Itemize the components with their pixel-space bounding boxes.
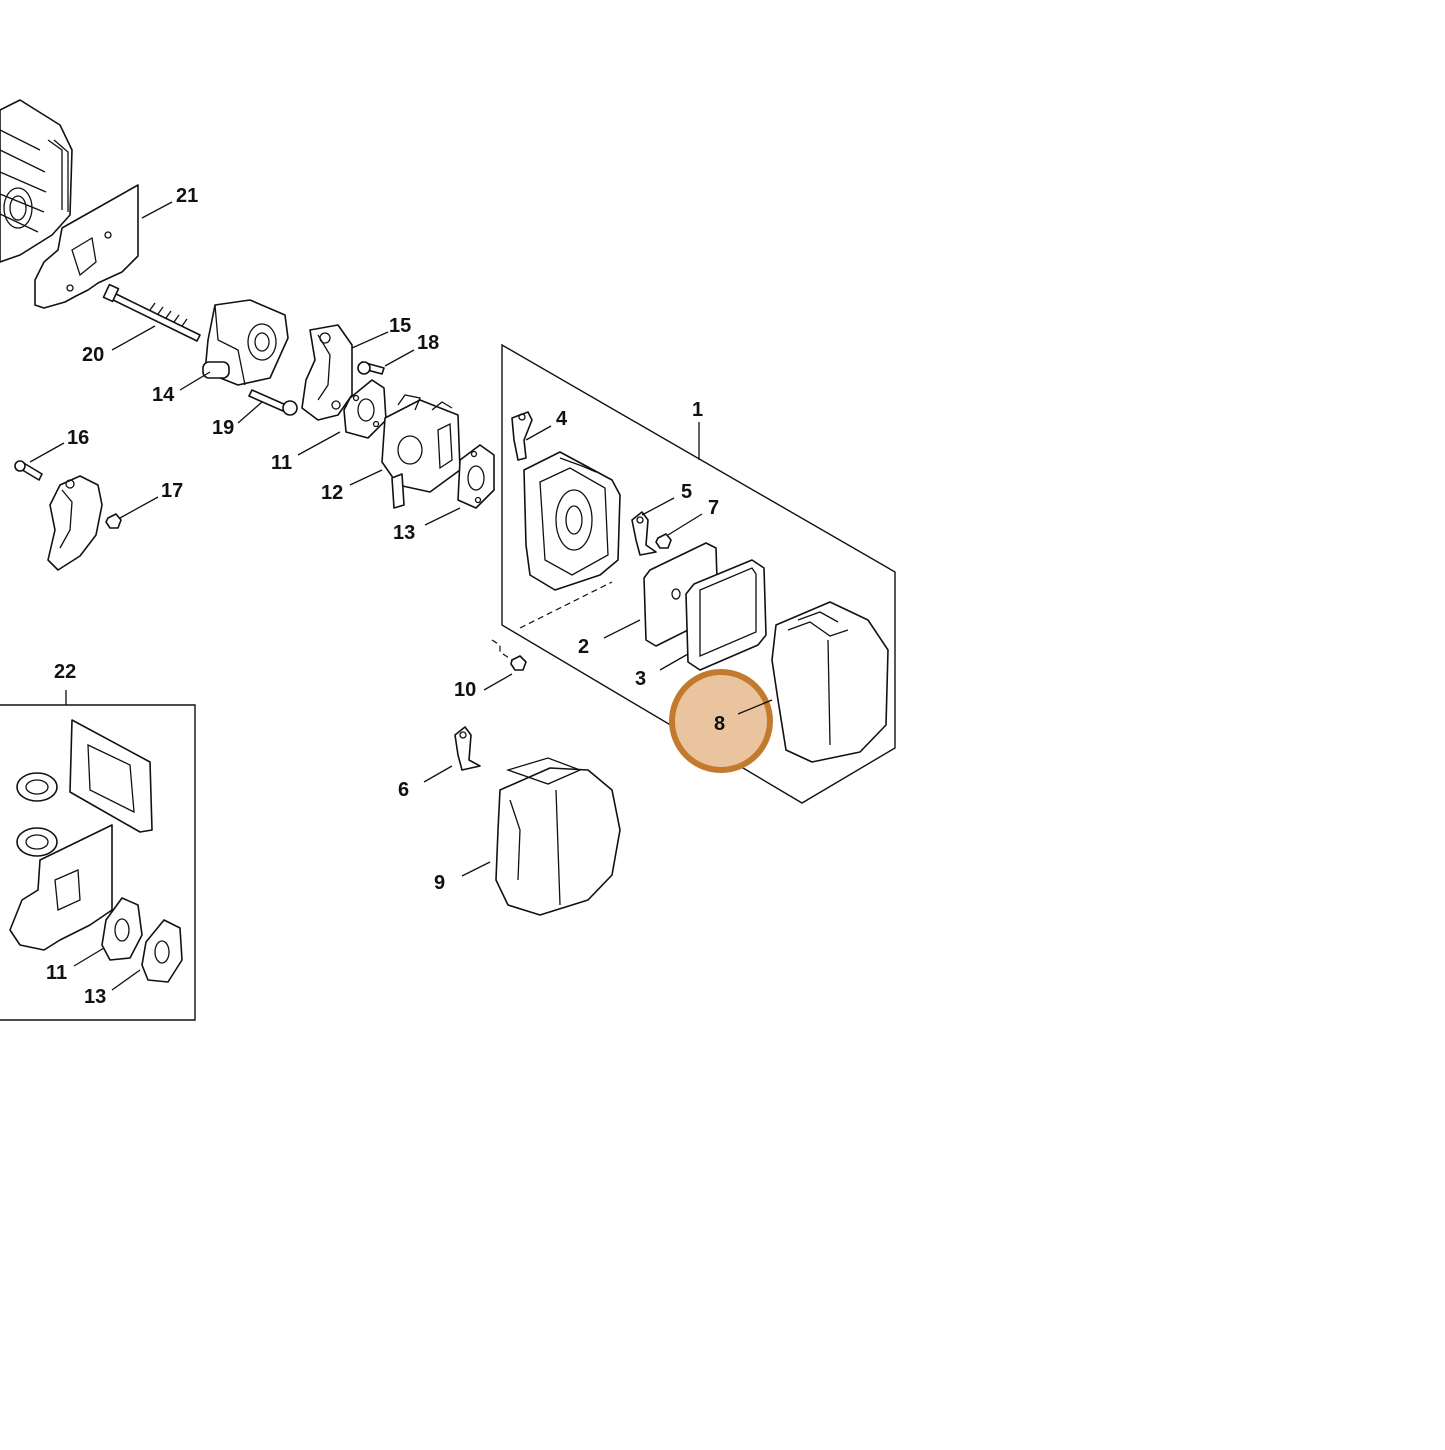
screw-19-part	[248, 389, 298, 416]
cylinder-part	[0, 99, 73, 263]
gasket-11-part	[101, 897, 143, 961]
intake-14-part	[202, 299, 289, 386]
callout-18[interactable]: 18	[417, 332, 439, 354]
gasket-part	[9, 824, 113, 951]
callout-2[interactable]: 2	[578, 636, 589, 658]
gasket-13-part	[141, 919, 183, 983]
seal-ring-part	[16, 772, 58, 857]
highlighted-callout-8[interactable]: 8	[669, 669, 773, 773]
cylinder-gasket-part	[69, 719, 153, 833]
highlight-ring[interactable]	[669, 669, 773, 773]
callout-3[interactable]: 3	[635, 668, 646, 690]
carburetor-12-part	[381, 394, 461, 509]
filter-3-part	[685, 559, 767, 671]
gasket-11-part	[343, 379, 387, 439]
callout-5[interactable]: 5	[681, 481, 692, 503]
callout-1[interactable]: 1	[692, 399, 703, 421]
nut-10-part	[510, 655, 527, 671]
callout-6[interactable]: 6	[398, 779, 409, 801]
callout-labels: 21 20 14 19 15 18 11 12 13 16 17 4 1 5 7…	[46, 185, 719, 1008]
gasket-13-part	[457, 444, 495, 509]
cover-8-part	[771, 601, 889, 763]
clip-4-part	[511, 411, 533, 461]
callout-10[interactable]: 10	[454, 679, 476, 701]
callout-7[interactable]: 7	[708, 497, 719, 519]
callout-13[interactable]: 13	[393, 522, 415, 544]
callout-16[interactable]: 16	[67, 427, 89, 449]
callout-13[interactable]: 13	[84, 986, 106, 1008]
callout-21[interactable]: 21	[176, 185, 198, 207]
filter-base-part	[523, 451, 621, 591]
callout-14[interactable]: 14	[152, 384, 175, 406]
cover-9-part	[495, 757, 621, 916]
gasket-21-part	[34, 184, 139, 309]
screw-18-part	[357, 361, 385, 375]
bracket-17-part	[47, 475, 122, 571]
callout-15[interactable]: 15	[389, 315, 411, 337]
leader-lines	[29, 201, 703, 991]
callout-4[interactable]: 4	[556, 408, 568, 430]
nut-7-part	[655, 533, 672, 549]
callout-8[interactable]: 8	[714, 713, 725, 735]
clip-5-part	[631, 511, 657, 556]
callout-17[interactable]: 17	[161, 480, 183, 502]
screw-16-part	[14, 460, 43, 481]
callout-12[interactable]: 12	[321, 482, 343, 504]
clip-6-part	[454, 726, 481, 771]
callout-11[interactable]: 11	[46, 962, 67, 984]
callout-20[interactable]: 20	[82, 344, 104, 366]
air-filter-kit-1-frame	[491, 343, 896, 804]
callout-9[interactable]: 9	[434, 872, 445, 894]
gasket-set-22-frame	[0, 690, 196, 1021]
callout-11[interactable]: 11	[271, 452, 292, 474]
bolt-20-part	[102, 283, 201, 342]
bracket-15-part	[301, 324, 353, 421]
callout-22[interactable]: 22	[54, 661, 76, 683]
callout-19[interactable]: 19	[212, 417, 234, 439]
